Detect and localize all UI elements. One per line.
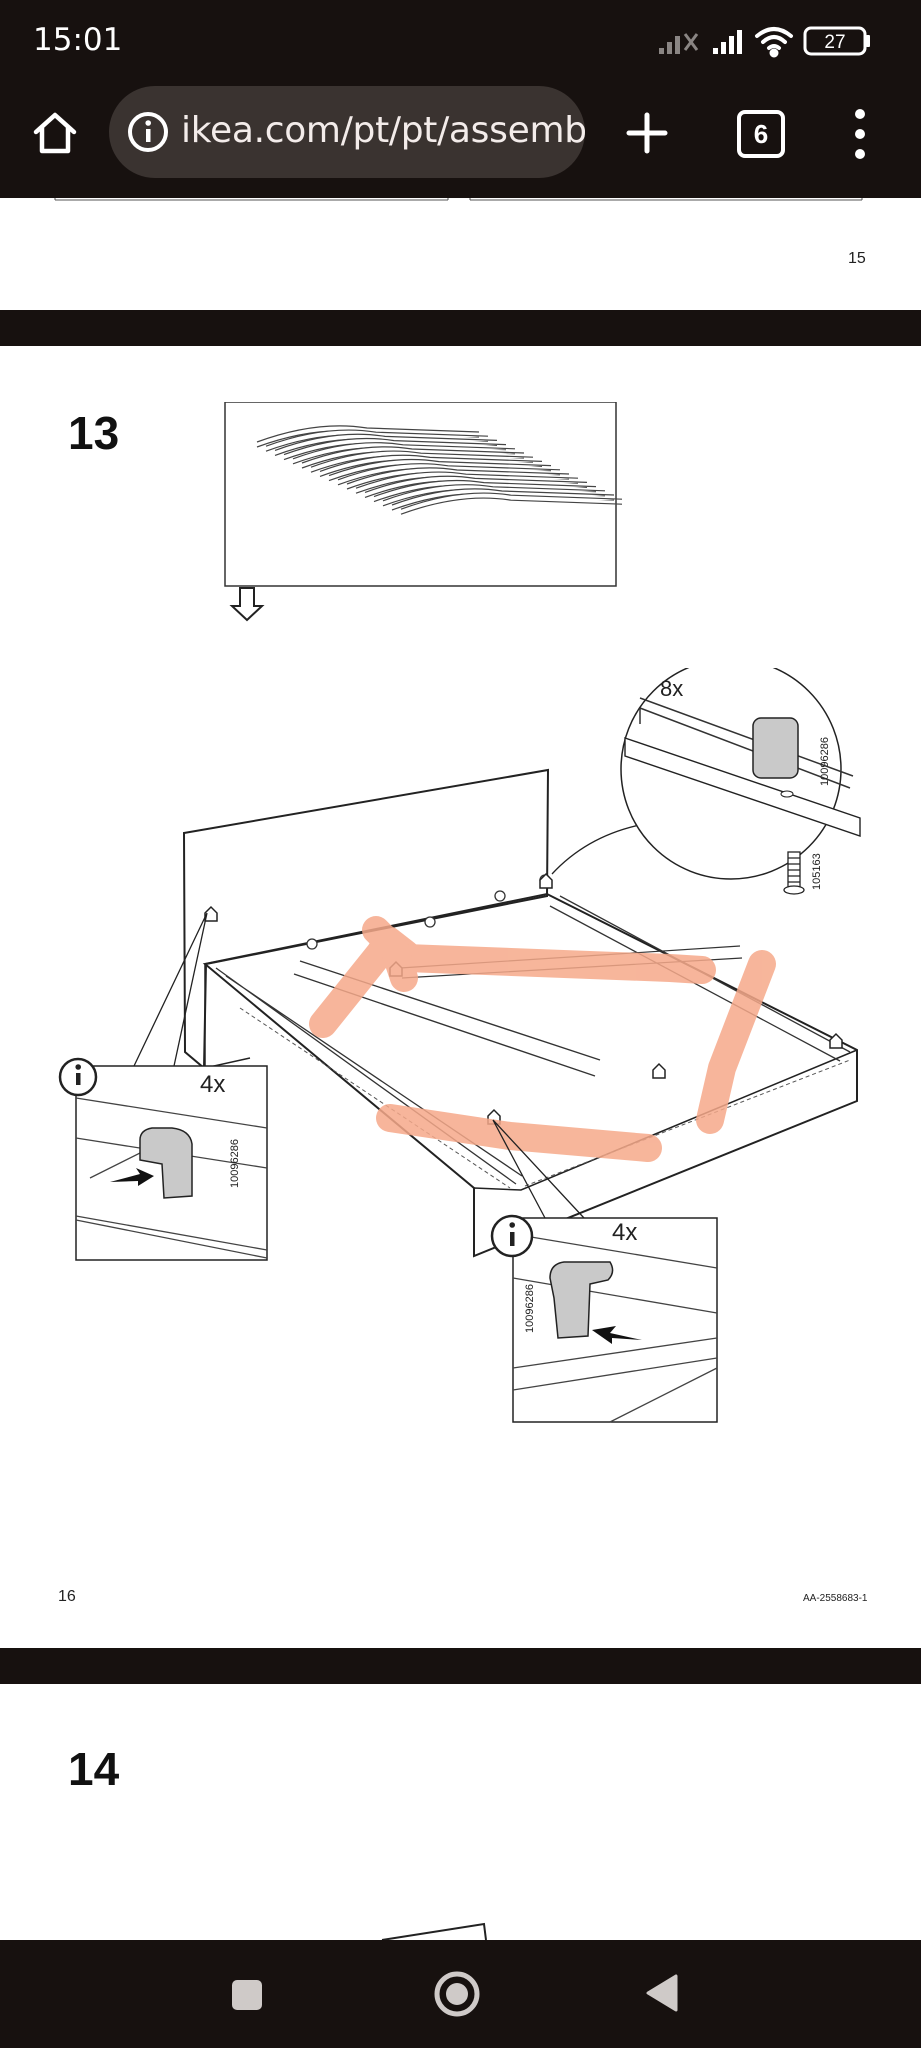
callout-left: 4x 10096286	[58, 1057, 268, 1261]
more-menu-button[interactable]	[850, 106, 870, 162]
signal-icon	[659, 33, 699, 54]
page-separator	[0, 310, 921, 346]
battery-level: 27	[824, 32, 845, 53]
page-separator	[0, 1648, 921, 1684]
arrow-left-icon	[592, 1326, 642, 1344]
home-icon	[33, 112, 77, 154]
bracket-part-icon	[139, 1127, 193, 1199]
url-bar[interactable]: ikea.com/pt/pt/assembly	[109, 86, 585, 178]
signal-icon	[713, 30, 742, 54]
bracket-part-icon	[752, 717, 799, 779]
next-step-illustration-top	[381, 1922, 487, 1940]
part-code: 10096286	[229, 1139, 241, 1188]
previous-page-boxes	[54, 198, 863, 201]
circle-icon[interactable]	[432, 1969, 482, 2019]
status-time: 15:01	[33, 22, 123, 58]
system-nav-bar	[0, 1940, 921, 2048]
tab-switcher-button[interactable]: 6	[737, 110, 785, 158]
highlight-marks	[309, 916, 776, 1162]
callout-count: 4x	[200, 1071, 225, 1098]
url-text[interactable]: ikea.com/pt/pt/assembly	[181, 110, 585, 151]
arrow-down-icon	[229, 587, 265, 622]
battery-icon: 27	[803, 26, 870, 56]
slatted-base-illustration	[224, 402, 622, 622]
slat	[400, 492, 622, 515]
page-number: 16	[58, 1588, 76, 1605]
part-code: 105163	[811, 853, 823, 890]
part-code: 10096286	[819, 737, 831, 786]
more-vert-icon	[855, 109, 865, 159]
square-icon[interactable]	[230, 1978, 264, 2012]
callout-count: 4x	[612, 1219, 637, 1246]
previous-page-number: 15	[848, 250, 866, 267]
back-triangle-icon[interactable]	[644, 1973, 680, 2013]
callout-bottom: 4x 10096286	[490, 1214, 718, 1423]
callout-count: 8x	[660, 676, 683, 701]
document-code: AA-2558683-1	[803, 1593, 868, 1604]
wifi-icon	[755, 27, 793, 58]
part-code: 10096286	[524, 1284, 536, 1333]
info-icon[interactable]	[127, 111, 169, 153]
arrow-right-icon	[110, 1168, 154, 1186]
status-bar: 15:01 27	[0, 0, 921, 78]
bracket-part-icon	[549, 1261, 614, 1339]
pdf-viewer[interactable]: 15 13	[0, 198, 921, 1940]
step-number: 14	[68, 1743, 120, 1795]
callout-top-right: 8x 10096286 105163	[620, 668, 861, 895]
browser-toolbar: ikea.com/pt/pt/assembly 6	[0, 78, 921, 198]
status-icons: 27	[655, 20, 895, 60]
new-tab-button[interactable]	[622, 108, 672, 158]
plus-icon	[626, 112, 668, 154]
home-button[interactable]	[30, 108, 80, 158]
step-number: 13	[68, 407, 120, 459]
bed-frame-illustration: 8x 10096286 105163 4x 10096286 4x 100962…	[58, 668, 861, 1423]
